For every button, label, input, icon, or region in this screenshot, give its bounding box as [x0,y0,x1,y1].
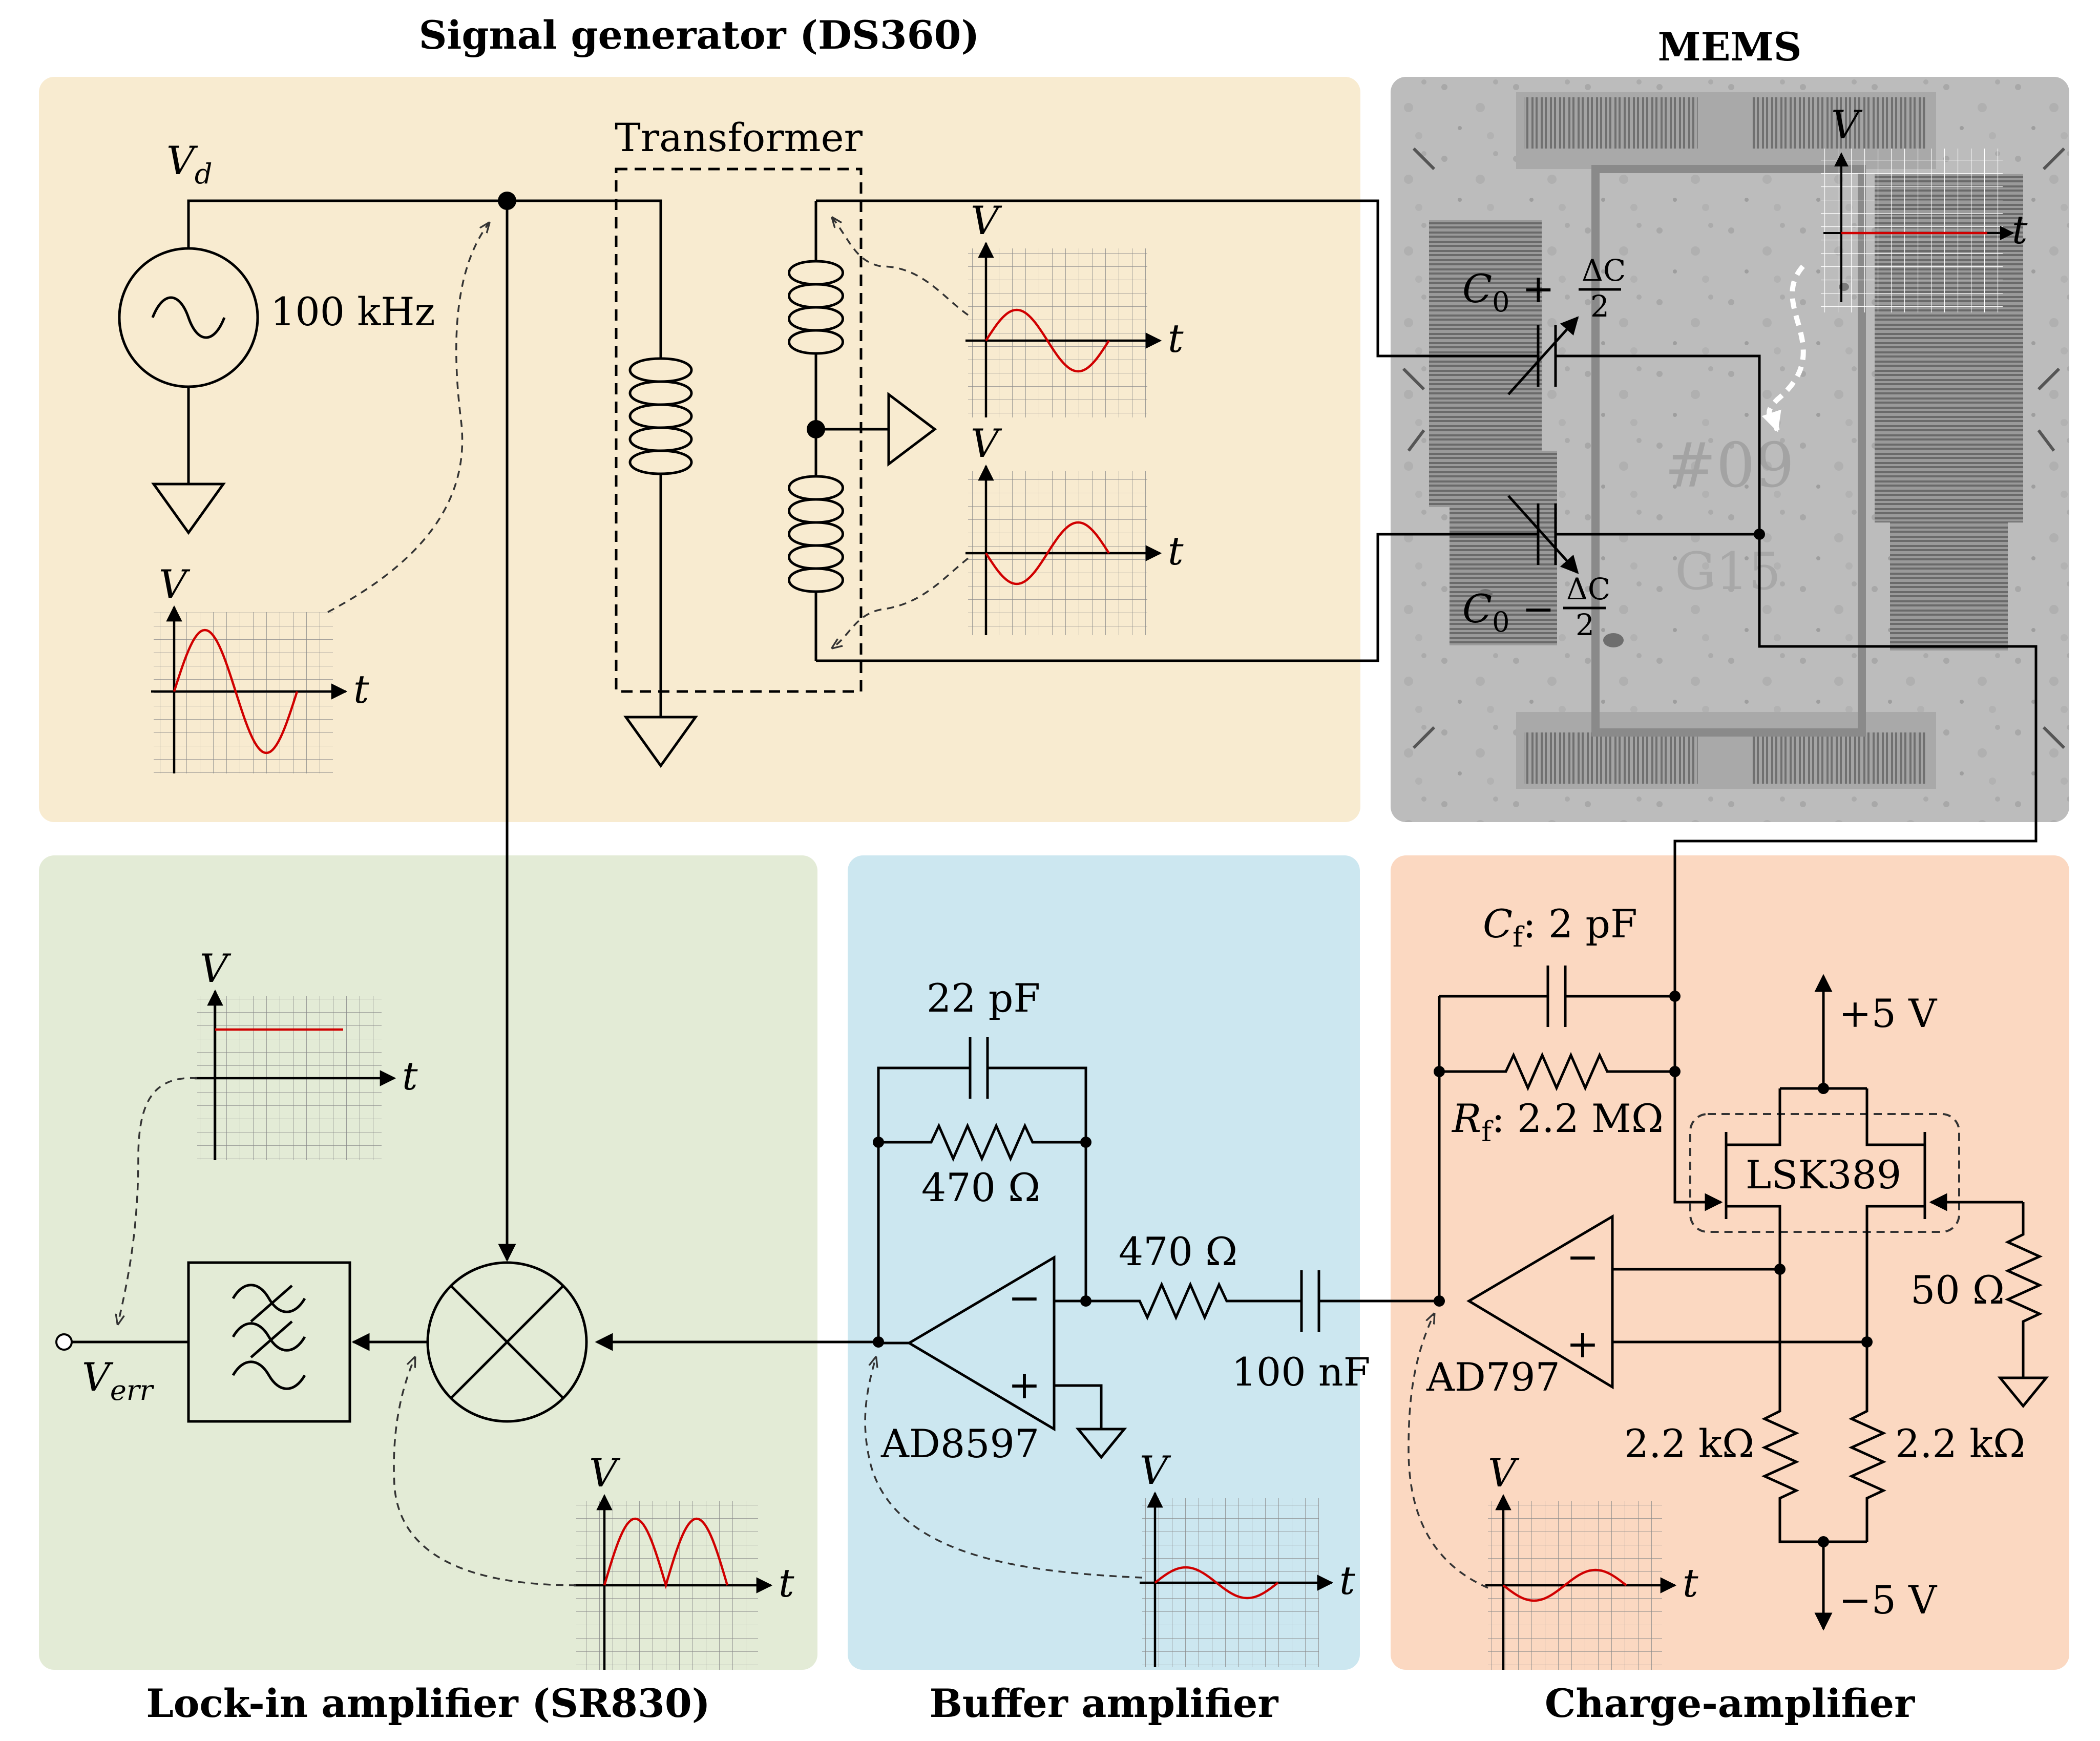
mems-dashed-arrow [1761,264,1806,432]
charge-amp-panel [1391,855,2069,1670]
mems-graph-v-label: V [1831,102,1863,148]
vd-label: Vd [166,138,212,190]
buffer-panel [848,855,1360,1670]
mems-title: MEMS [1657,24,1801,70]
source-frequency: 100 kHz [270,289,435,334]
sine-glyph [151,296,226,339]
panel-titles: Signal generator (DS360) MEMS Lock-in am… [146,12,1915,1726]
lock-in-circuit: Verr [55,201,588,1423]
c-bottom-frac-num: ΔC [1566,572,1610,606]
lock-in-output-graph-t-label: t [402,1053,418,1099]
lock-in-output-graph: Vt [195,946,418,1160]
ground-triangle-icon [151,483,226,535]
source-waveform-graph-v-label: V [159,561,191,607]
charge-amp-title: Charge-amplifier [1545,1681,1915,1726]
secondary-top-coil [788,260,844,355]
secondary-top-waveform-graph-v-label: V [971,198,1002,243]
secondary-bottom-coil [788,475,844,593]
dashed-pointers [118,218,1488,1589]
ad797-label: AD797 [1426,1354,1560,1400]
r2k2-right-label: 2.2 kΩ [1895,1421,2025,1466]
source-waveform-graph-t-label: t [353,666,369,712]
charge-amp-output-graph-t-label: t [1683,1560,1698,1606]
mixer-output-graph: Vt [574,1450,794,1670]
secondary-top-waveform-graph: Vt [965,198,1184,417]
charge-amp-output-graph-v-label: V [1488,1450,1520,1496]
svg-text:−: − [1566,1234,1599,1279]
secondary-bottom-waveform-graph-t-label: t [1168,528,1184,574]
buffer-output-graph-v-label: V [1140,1448,1171,1493]
mems-capacitors: C0 + ΔC 2 C0 − ΔC 2 V t [1462,102,2038,996]
c-top-frac-num: ΔC [1582,253,1626,288]
ground-triangle-icon-transformer [623,716,698,768]
variable-capacitor-arrow-bottom [1507,495,1579,574]
svg-text:+: + [1566,1321,1599,1367]
mems-die-mark-2: G15 [1675,541,1781,601]
cap-22p-label: 22 pF [927,975,1040,1021]
lock-in-title: Lock-in amplifier (SR830) [146,1681,710,1726]
secondary-bottom-waveform-graph: Vt [965,421,1184,635]
buffer-output-graph-t-label: t [1339,1558,1355,1603]
opamp-ad8597 [907,1255,1056,1432]
source-waveform-graph: Vt [151,561,369,773]
r2k2-left-label: 2.2 kΩ [1624,1421,1754,1466]
minus-5v-label: −5 V [1839,1577,1937,1623]
r470-series-label: 470 Ω [1119,1229,1237,1274]
ground-triangle-icon-centertap [887,391,937,467]
buffer-output-graph: Vt [1140,1448,1355,1667]
signal-generator-circuit: Vd 100 kHz Transformer [118,115,1524,768]
c-top-frac-den: 2 [1590,289,1609,324]
c-bottom-frac-den: 2 [1576,607,1594,642]
verr-label: Verr [82,1354,155,1407]
opamp-ad797 [1466,1214,1614,1390]
mems-die-mark-1: #09 [1665,430,1794,501]
mems-graph-t-label: t [2012,207,2028,253]
secondary-bottom-waveform-graph-v-label: V [971,421,1002,466]
r50-label: 50 Ω [1910,1267,2005,1313]
jfet-pair-box [1689,1113,1960,1233]
buffer-amplifier-circuit: 470 Ω 100 nF 22 pF 470 Ω − + AD8597 [595,975,1439,1466]
c-top-label: C0 + [1462,266,1555,318]
open-terminal-circle-icon [55,1333,73,1351]
transformer-label: Transformer [615,115,863,160]
rf-label: Rf: 2.2 MΩ [1451,1096,1664,1148]
svg-text:−: − [1008,1275,1041,1320]
secondary-top-waveform-graph-t-label: t [1168,316,1184,361]
plus-5v-label: +5 V [1839,991,1937,1036]
cf-label: Cf: 2 pF [1483,901,1637,953]
signal-generator-title: Signal generator (DS360) [419,12,980,58]
mems-waveform-graph: V t [1821,102,2028,312]
jfet-label: LSK389 [1746,1152,1901,1198]
svg-text:+: + [1008,1362,1041,1408]
mixer-output-graph-v-label: V [589,1450,621,1496]
charge-amplifier-circuit: Cf: 2 pF Rf: 2.2 MΩ +5 V LSK389 50 Ω − +… [1426,901,2049,1631]
primary-coil [628,357,693,475]
charge-amp-output-graph: Vt [1485,1450,1698,1670]
variable-capacitor-arrow-top [1507,316,1579,395]
c-bottom-label: C0 − [1462,586,1555,638]
mixer-output-graph-t-label: t [779,1560,794,1606]
buffer-title: Buffer amplifier [930,1681,1279,1726]
r470-feedback-label: 470 Ω [921,1165,1040,1210]
lock-in-output-graph-v-label: V [200,946,232,991]
cap-100n-label: 100 nF [1232,1349,1371,1395]
ad8597-label: AD8597 [880,1421,1039,1466]
